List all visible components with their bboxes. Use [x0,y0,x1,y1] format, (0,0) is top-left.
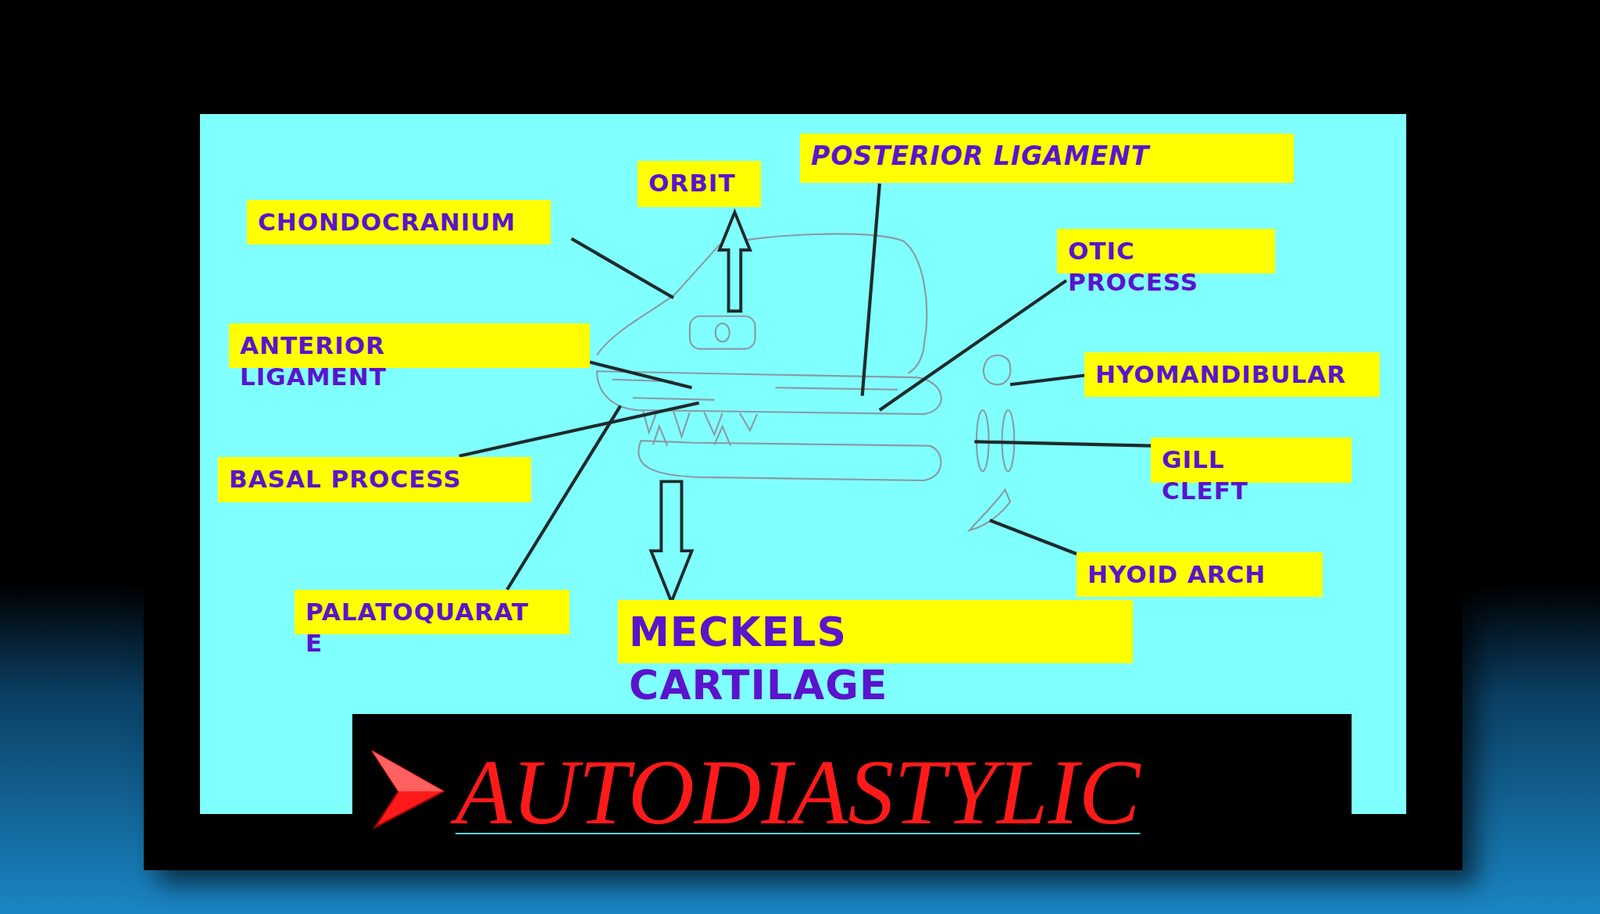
leader-lines [459,183,1152,590]
part-label: ANTERIOR LIGAMENT [239,329,428,393]
slide-title: AUTODIASTYLIC [455,742,1140,844]
sketch-outline [596,233,1015,531]
leader-line [862,183,880,397]
part-label: HYOID ARCH [1087,558,1323,590]
hyomandibular-outline [983,355,1011,386]
bullet-arrow-shape [371,750,444,828]
orbit-outline [689,316,756,350]
part-label: CHONDOCRANIUM [257,206,551,238]
part-label: POSTERIOR LIGAMENT [810,139,1294,174]
chondrocranium-outline [596,233,927,373]
part-label: ORBIT [648,167,761,199]
leader-line [571,239,674,299]
label-box: MECKELS CARTILAGE [617,600,1133,664]
sketch-detail [612,379,899,400]
leader-line [589,362,693,389]
part-label: OTIC PROCESS [1067,235,1225,299]
label-box: GILL CLEFT [1150,437,1352,483]
leader-line [879,280,1067,411]
hollow-arrow [650,481,692,602]
part-label: GILL CLEFT [1161,443,1279,508]
hollow-arrow [719,212,750,312]
bullet-arrow-highlight [371,750,444,792]
label-box: HYOMANDIBULAR [1084,352,1380,397]
label-box: POSTERIOR LIGAMENT [800,133,1294,183]
meckels-outline [638,440,941,481]
teeth [642,410,758,447]
part-label: PALATOQUARAT E [305,596,554,660]
label-box: ORBIT [637,160,761,208]
label-box: HYOID ARCH [1076,552,1323,597]
label-box: ANTERIOR LIGAMENT [228,323,590,368]
part-label: MECKELS CARTILAGE [628,606,895,712]
leader-line [459,403,700,457]
orbit-mark [715,323,730,343]
leader-line [989,520,1077,554]
part-label: HYOMANDIBULAR [1095,358,1380,390]
part-label: BASAL PROCESS [228,463,532,495]
gill-cleft-outline [1002,410,1015,472]
leader-line [1010,375,1085,386]
label-box: BASAL PROCESS [217,457,532,503]
label-box: OTIC PROCESS [1057,228,1275,274]
label-box: CHONDOCRANIUM [246,200,551,245]
bullet-arrow [367,746,450,833]
leader-line [974,441,1151,446]
label-box: PALATOQUARAT E [294,589,570,635]
